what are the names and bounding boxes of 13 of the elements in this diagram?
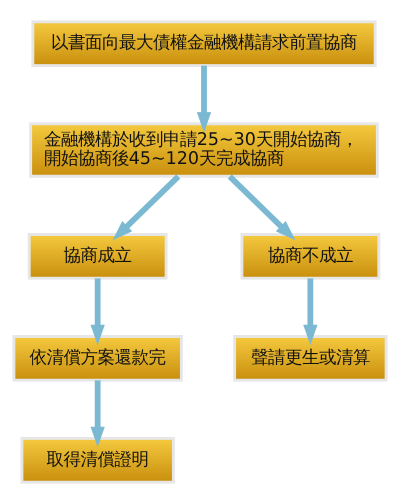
arrow	[112, 174, 180, 240]
arrow	[90, 278, 105, 346]
node-box: 協商不成立	[240, 233, 380, 280]
node-box: 協商成立	[28, 233, 168, 280]
node-box: 以書面向最大債權金融機構請求前置協商	[31, 20, 377, 67]
node-box: 取得清償證明	[20, 437, 175, 484]
arrow	[90, 380, 105, 448]
node-box: 依清償方案還款完	[12, 335, 183, 382]
node-box: 聲請更生或清算	[233, 335, 388, 382]
node-box: 金融機構於收到申請25~30天開始協商，開始協商後45~120天完成協商	[29, 122, 379, 178]
arrow	[303, 278, 318, 346]
arrow	[228, 174, 296, 240]
arrow	[196, 66, 212, 133]
